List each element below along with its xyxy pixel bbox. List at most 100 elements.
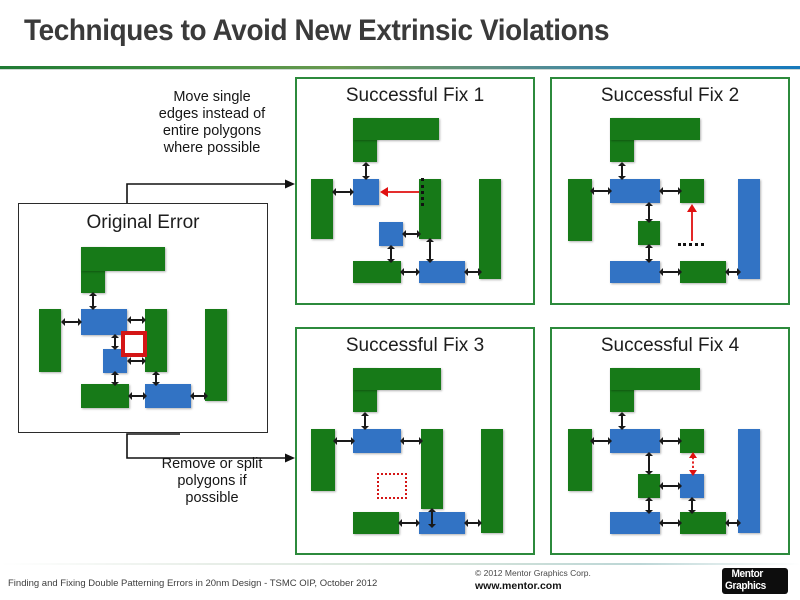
footer-source-text: Finding and Fixing Double Patterning Err… [8,578,378,589]
polygon-right-tall-blue [738,179,760,279]
polygon-top-horiz [353,118,439,140]
polygon-moved-blue-square [353,179,379,205]
callout-top-line-4: where possible [163,140,261,157]
arrow-horiz-left [333,435,355,447]
polygon-left-tall [311,429,335,491]
polygon-bottom-green [680,261,726,283]
polygon-bottom-blue [610,261,660,283]
panel-title-fix-1: Successful Fix 1 [345,85,485,106]
callout-top-line-2: edges instead of [158,106,266,123]
arrow-vert-center-upper [643,452,655,475]
footer-divider [0,563,800,565]
arrow-horiz-bottom-right [190,390,208,402]
arrow-vert-lower-left [643,497,655,514]
panel-title-fix-2: Successful Fix 2 [600,85,740,106]
arrow-vert-lower-center [426,508,438,528]
arrow-vert-center-upper [643,202,655,223]
arrow-horiz-mid-right [659,435,682,447]
polygon-center-tall [145,309,167,372]
arrow-horiz-left [61,316,82,328]
polygon-center-tall [421,429,443,509]
logo-line-1: Mentor [731,568,763,580]
polygon-bottom-green [81,384,129,408]
arrow-horiz-bottom-right [464,517,482,529]
red-split-gap-arrow [686,452,700,476]
arrow-vert-center-lower [643,244,655,263]
panel-successful-fix-4[interactable]: Successful Fix 4 [550,327,790,555]
polygon-top-horiz [353,368,441,390]
callout-bottom: Remove or split polygons if possible [128,456,296,507]
polygon-small-green-square [638,221,660,245]
callout-bottom-line-3: possible [185,490,239,507]
polygon-top-horiz [81,247,165,271]
polygon-top-horiz [610,368,700,390]
polygon-left-tall [568,429,592,491]
callout-top-line-3: entire polygons [162,123,262,140]
arrow-horiz-mid-right [659,185,682,197]
footer-website-url[interactable]: www.mentor.com [475,580,562,592]
polygon-top-horiz [610,118,700,140]
arrow-horiz-mid-right [127,314,146,326]
polygon-bottom-blue [419,261,465,283]
diagram-fix-2 [552,79,788,303]
polygon-moved-green-square [680,179,704,203]
polygon-mid-upper-blue [610,179,660,203]
callout-top: Move single edges instead of entire poly… [128,89,296,157]
arrow-vert-top [87,292,99,310]
removed-polygon-dotted-outline [377,473,407,499]
arrow-horiz-mid-right [400,435,423,447]
callout-bottom-line-1: Remove or split [161,456,263,472]
polygon-center-tall [419,179,441,239]
polygon-bottom-green [353,512,399,534]
panel-successful-fix-3[interactable]: Successful Fix 3 [295,327,535,555]
polygon-right-tall [479,179,501,279]
diagram-fix-3 [297,329,533,553]
title-divider [0,66,800,69]
arrow-vert-lower-center [150,371,162,386]
polygon-bottom-green [353,261,401,283]
arrow-vert-center-small [109,334,121,350]
arrow-vert-top [359,412,371,430]
polygon-bottom-green [680,512,726,534]
arrow-horiz-left [332,186,354,198]
polygon-bottom-blue [419,512,465,534]
page-title: Techniques to Avoid New Extrinsic Violat… [24,14,610,47]
panel-title-original-error: Original Error [86,212,200,233]
polygon-bottom-blue [145,384,191,408]
polygon-left-tall [568,179,592,241]
polygon-split-green-upper [680,429,704,453]
ghost-original-position-dotted [678,243,704,246]
polygon-right-tall [481,429,503,533]
arrow-horiz-small-square [402,228,421,240]
polygon-bottom-blue [610,512,660,534]
polygon-split-blue-lower [680,474,704,498]
arrow-horiz-center-pair [659,480,682,492]
title-divider-shadow [0,69,800,70]
polygon-left-tall [311,179,333,239]
ghost-original-position-dotted [421,178,424,206]
panel-successful-fix-1[interactable]: Successful Fix 1 [295,77,535,305]
mentor-graphics-logo: Mentor Graphics [722,568,788,594]
panel-successful-fix-2[interactable]: Successful Fix 2 [550,77,790,305]
arrow-horiz-bottom-left [400,266,420,278]
arrow-horiz-bottom-right [725,266,741,278]
arrow-horiz-bottom-right [725,517,741,529]
arrow-vert-top [616,162,628,180]
arrow-vert-top [360,162,372,180]
arrow-horiz-left [590,185,612,197]
arrow-vert-lower-left [109,371,121,386]
polygon-mid-upper-blue [353,429,401,453]
diagram-original-error [19,204,267,432]
connector-to-bottom-fixes [125,432,300,464]
error-marker-red-square [121,331,147,357]
panel-original-error[interactable]: Original Error [18,203,268,433]
arrow-vert-lower-center [424,238,436,263]
red-move-arrow-up [685,203,699,243]
arrow-horiz-left [590,435,612,447]
panel-title-fix-3: Successful Fix 3 [345,335,485,356]
logo-line-2: Graphics [725,579,766,592]
arrow-vert-lower-right [686,497,698,514]
polygon-left-tall [39,309,61,372]
polygon-small-blue-square [379,222,403,246]
